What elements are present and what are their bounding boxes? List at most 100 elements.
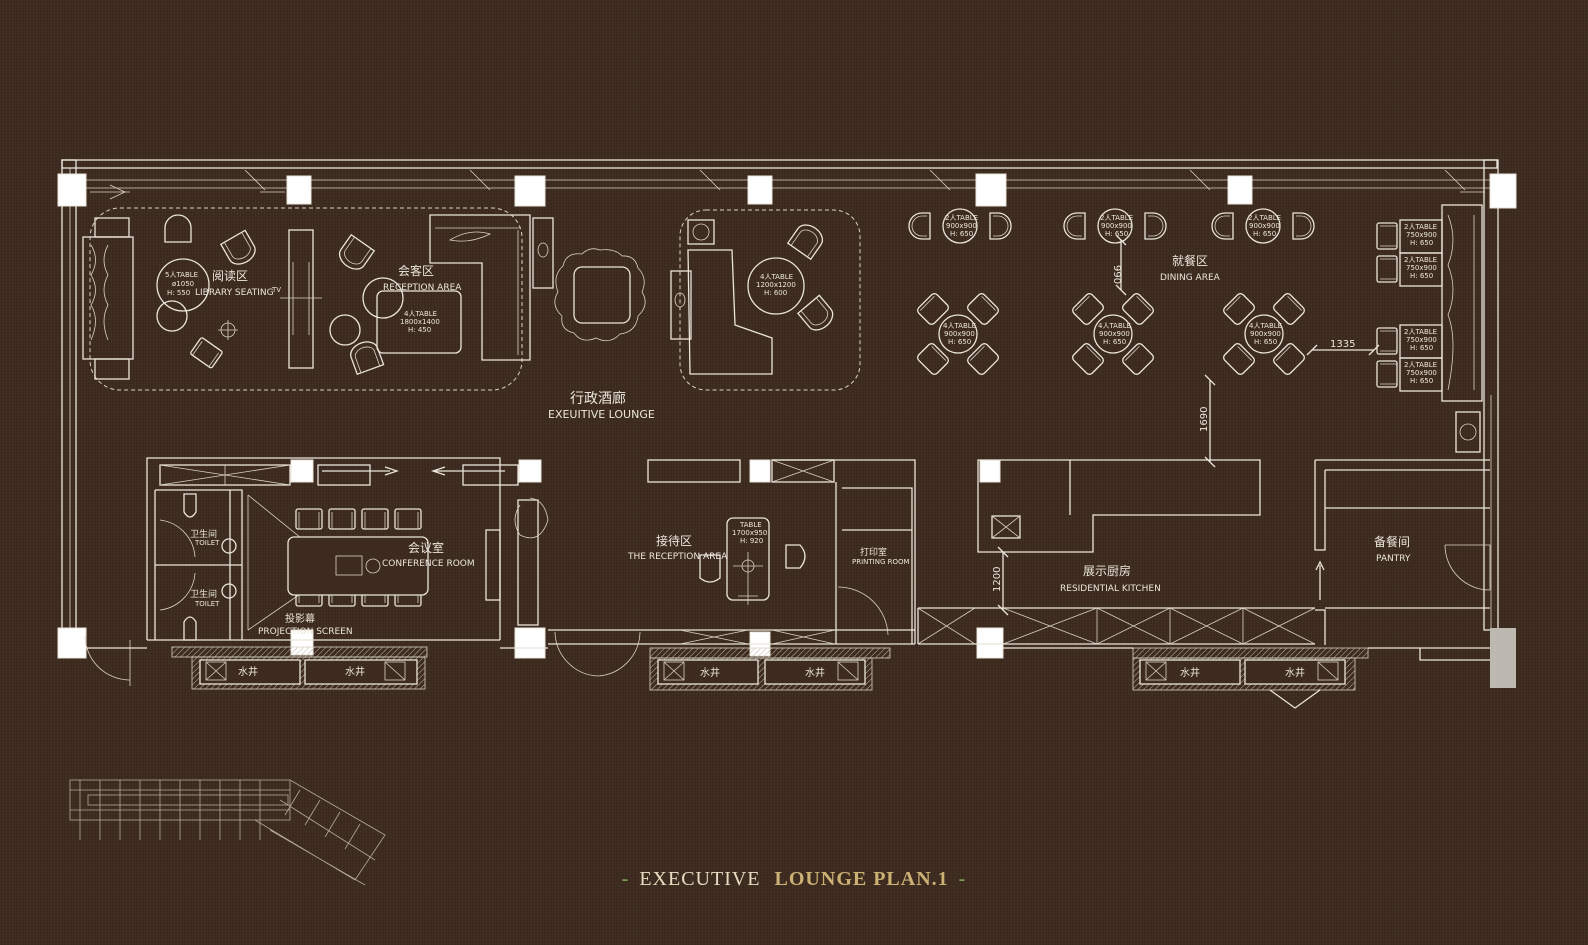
dimension-label: 1335 xyxy=(1330,339,1355,350)
table-size: 750x900 xyxy=(1406,231,1437,239)
zone-label-zh: 接待区 xyxy=(656,533,692,548)
table-height: H: 650 xyxy=(1410,344,1433,352)
table-label: 4人TABLE xyxy=(1249,322,1282,330)
zone-label-zh: 就餐区 xyxy=(1172,253,1208,268)
conference-block: 卫生间 TOILET 卫生间 TOILET 会议室 CONFERENCE ROO… xyxy=(146,457,549,641)
table-height: H: 650 xyxy=(1254,338,1277,346)
shaft-label: 水井 xyxy=(1180,666,1200,679)
library-reception-zone xyxy=(89,207,523,391)
conference-table xyxy=(287,536,429,596)
table-size: 1200x1200 xyxy=(756,281,796,289)
table-label: 2人TABLE xyxy=(1404,328,1437,336)
zone-label-zh: 阅读区 xyxy=(212,269,248,283)
tv-label: TV xyxy=(271,286,281,294)
table-label: 5人TABLE xyxy=(165,271,198,279)
table-height: H: 650 xyxy=(1410,272,1433,280)
toilet-label-en: TOILET xyxy=(194,539,220,547)
dimension-lines: 990 1335 1690 1200 xyxy=(992,234,1380,616)
dining-table-4p: 4人TABLE 900x900 H: 650 xyxy=(1070,291,1156,377)
projection-label-en: PROJECTION SCREEN xyxy=(258,627,353,637)
zone-label-en: PANTRY xyxy=(1376,554,1411,564)
toilet-label-zh: 卫生间 xyxy=(190,588,217,600)
title-lounge-plan: LOUNGE PLAN.1 xyxy=(774,868,949,890)
shaft-label: 水井 xyxy=(805,666,825,679)
table-label: 2人TABLE xyxy=(1404,223,1437,231)
table-height: H: 550 xyxy=(167,289,190,297)
zone-label-en: LIBRARY SEATING xyxy=(195,288,274,298)
shaft-label: 水井 xyxy=(1285,666,1305,679)
shaft-label: 水井 xyxy=(700,666,720,679)
key-plan-minimap xyxy=(69,779,386,886)
table-label: 4人TABLE xyxy=(1098,322,1131,330)
table-size: 750x900 xyxy=(1406,264,1437,272)
table-height: H: 600 xyxy=(764,289,787,297)
zone-label-en: THE RECEPTION AREA xyxy=(627,552,728,562)
table-height: H: 650 xyxy=(1103,338,1126,346)
zone-label-en: RECEPTION AREA xyxy=(383,283,462,293)
table-height: H: 920 xyxy=(740,537,763,545)
zone-label-en: DINING AREA xyxy=(1160,273,1221,283)
table-label: 2人TABLE xyxy=(1404,256,1437,264)
zone-label-en: RESIDENTIAL KITCHEN xyxy=(1060,584,1161,594)
toilet-label-zh: 卫生间 xyxy=(190,528,217,540)
dimension-label: 1200 xyxy=(992,567,1003,592)
dimension-label: 1690 xyxy=(1199,407,1210,432)
zone-label-zh: 会客区 xyxy=(398,263,434,278)
table-height: H: 650 xyxy=(948,338,971,346)
table-label: 4人TABLE xyxy=(943,322,976,330)
dimension-label: 990 xyxy=(1111,265,1122,284)
table-size: 1700x950 xyxy=(732,529,767,537)
projection-label-zh: 投影幕 xyxy=(285,612,315,625)
zone-label-zh: 展示厨房 xyxy=(1083,563,1131,578)
round-table xyxy=(747,257,805,315)
table-height: H: 650 xyxy=(1105,230,1128,238)
zone-label-en: CONFERENCE ROOM xyxy=(382,559,475,569)
lounge-label-zh: 行政酒廊 xyxy=(570,390,626,407)
dining-area: 2人TABLE 900x900 H: 650 2人TABLE 900x900 H… xyxy=(908,208,1315,377)
table-height: H: 650 xyxy=(950,230,973,238)
printing-label-zh: 打印室 xyxy=(860,546,887,558)
lounge-label-en: EXEUITIVE LOUNGE xyxy=(548,408,655,421)
round-table xyxy=(156,258,210,312)
exterior-walls xyxy=(61,159,1499,631)
table-label: TABLE xyxy=(739,521,762,529)
coffee-table xyxy=(376,290,462,354)
library-seating: 5人TABLE ø1050 H: 550 阅读区 LIBRARY SEATING… xyxy=(82,214,281,380)
dining-table-2p: 2人TABLE 900x900 H: 650 xyxy=(1211,208,1315,244)
dining-table-2p: 2人TABLE 900x900 H: 650 xyxy=(908,208,1012,244)
window-tables: 2人TABLE 750x900 H: 650 2人TABLE 750x900 H… xyxy=(1376,204,1483,453)
front-desk-block: TABLE 1700x950 H: 920 接待区 THE RECEPTION … xyxy=(84,459,916,686)
table-size: 900x900 xyxy=(944,330,975,338)
table-size: 900x900 xyxy=(1101,222,1132,230)
printing-label-en: PRINTING ROOM xyxy=(852,558,910,566)
zone-label-zh: 会议室 xyxy=(408,540,444,555)
lounge-seating-zone xyxy=(679,209,861,391)
table-height: H: 650 xyxy=(1410,239,1433,247)
structural-columns xyxy=(57,173,1517,688)
table-label: 2人TABLE xyxy=(1404,361,1437,369)
table-size: 750x900 xyxy=(1406,369,1437,377)
table-label: 2人TABLE xyxy=(1248,214,1281,222)
table-label: 4人TABLE xyxy=(404,310,437,318)
table-size: 1800x1400 xyxy=(400,318,440,326)
shaft-label: 水井 xyxy=(345,665,365,678)
l-sofa xyxy=(429,214,531,361)
lounge-seating: 4人TABLE 1200x1200 H: 600 xyxy=(670,219,838,375)
table-label: 2人TABLE xyxy=(945,214,978,222)
table-size: ø1050 xyxy=(172,280,194,288)
table-height: H: 650 xyxy=(1410,377,1433,385)
title-dash-right: - xyxy=(958,868,967,890)
tv-unit xyxy=(280,229,322,369)
dining-table-2p: 2人TABLE 900x900 H: 650 xyxy=(1063,208,1167,244)
table-size: 900x900 xyxy=(1250,330,1281,338)
table-height: H: 450 xyxy=(408,326,431,334)
table-size: 900x900 xyxy=(1099,330,1130,338)
planter xyxy=(554,248,646,342)
reception-seating: 会客区 RECEPTION AREA 4人TABLE 1800x1400 H: … xyxy=(329,214,554,375)
title-dash-left: - xyxy=(621,868,630,890)
table-label: 2人TABLE xyxy=(1100,214,1133,222)
sofa xyxy=(82,236,134,360)
curved-sofa xyxy=(687,249,773,375)
title-executive: EXECUTIVE xyxy=(639,868,761,890)
